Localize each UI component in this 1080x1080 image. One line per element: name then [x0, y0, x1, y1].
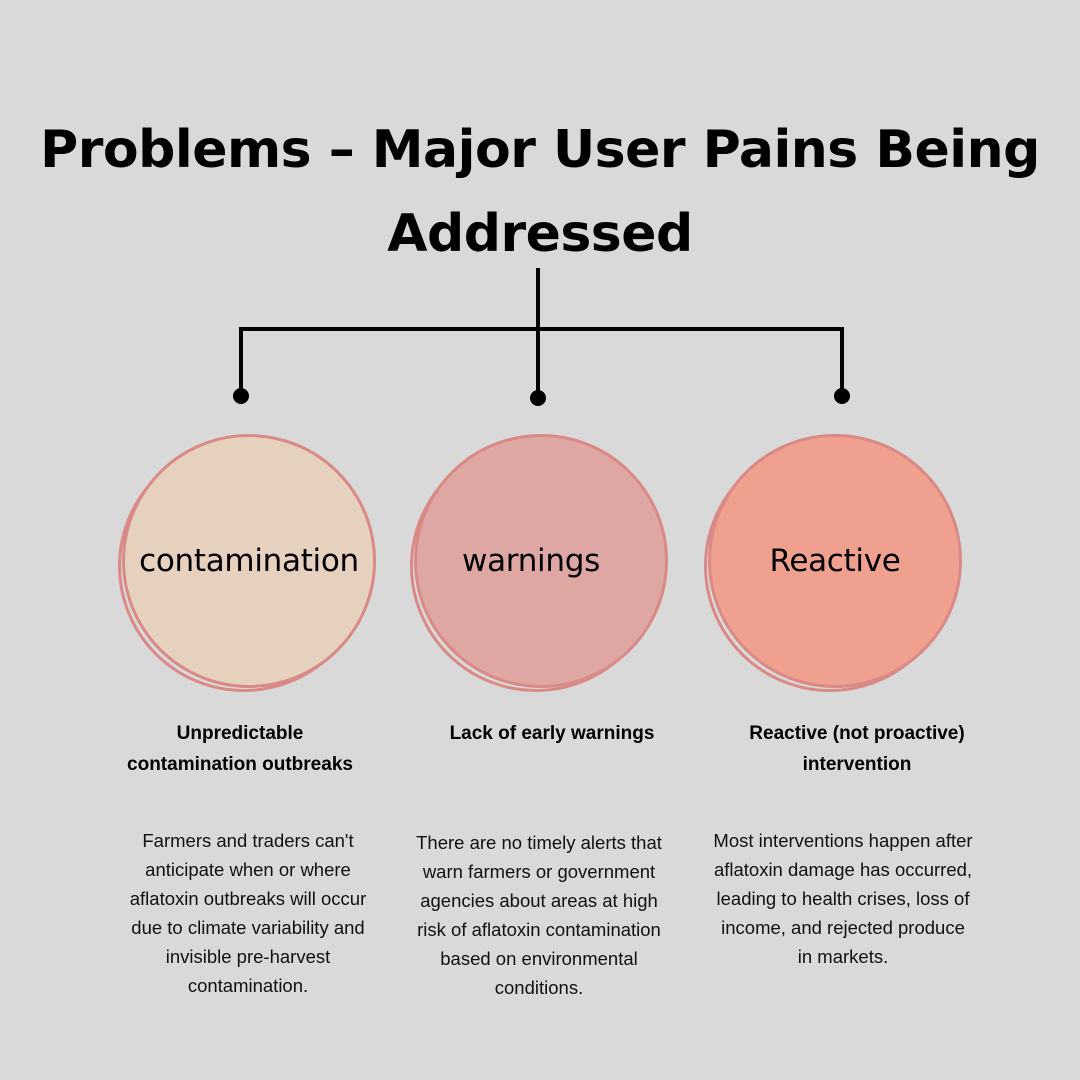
circle-label: contamination: [139, 543, 359, 579]
problem-subtitle-contamination: Unpredictable contamination outbreaks: [127, 723, 353, 775]
problem-subtitle-reactive: Reactive (not proactive) intervention: [749, 723, 965, 775]
problem-circle-warnings: warnings: [410, 434, 668, 696]
problem-subtitle-warnings: Lack of early warnings: [449, 723, 655, 744]
page-title: Problems – Major User Pains Being Addres…: [40, 108, 1040, 276]
circle-fill: Reactive: [708, 434, 962, 688]
problem-description-reactive: Most interventions happen after aflatoxi…: [713, 830, 973, 967]
problem-circle-reactive: Reactive: [704, 434, 962, 696]
connector-branch: [239, 327, 844, 396]
circle-fill: warnings: [414, 434, 668, 688]
problem-circle-contamination: contamination: [118, 434, 376, 696]
circle-label: Reactive: [769, 543, 901, 579]
title-line-2: Addressed: [387, 204, 693, 264]
title-line-1: Problems – Major User Pains Being: [40, 120, 1040, 180]
connector-node-left: [233, 388, 249, 404]
connector-node-right: [834, 388, 850, 404]
problem-description-contamination: Farmers and traders can't anticipate whe…: [129, 830, 367, 996]
connector-node-center: [530, 390, 546, 406]
circle-label: warnings: [462, 543, 600, 579]
problem-description-warnings: There are no timely alerts that warn far…: [416, 832, 662, 998]
circle-fill: contamination: [122, 434, 376, 688]
